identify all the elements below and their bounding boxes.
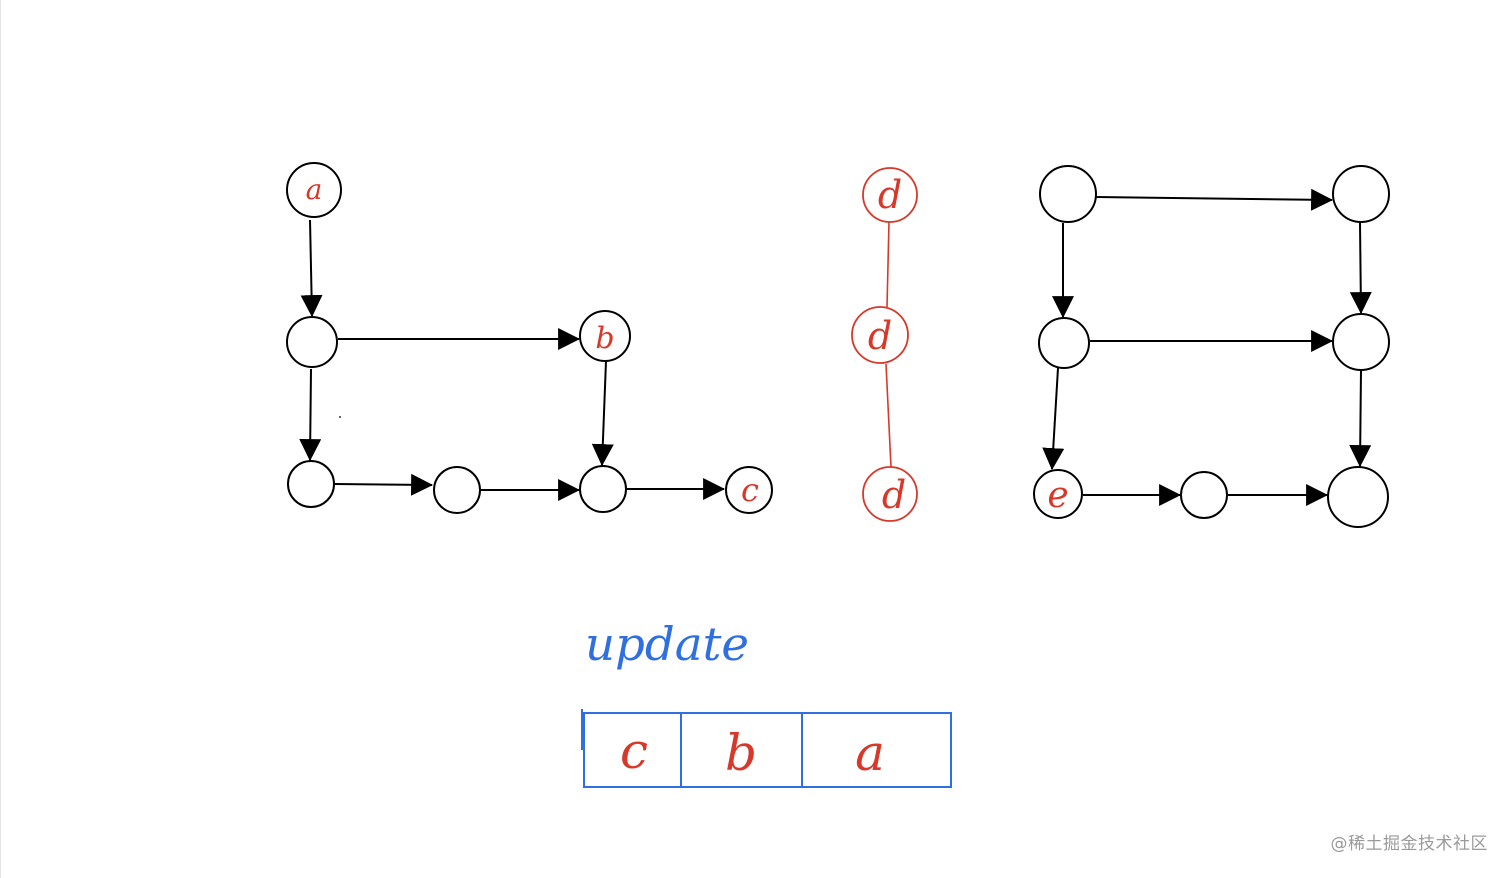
node-mr — [1332, 313, 1390, 371]
edge-d2-to-d3 — [885, 363, 892, 468]
stray-dot — [339, 416, 341, 418]
graph-2: d d d — [851, 167, 918, 522]
node-d2-label: d — [868, 314, 892, 358]
edge-b-to-n4 — [591, 360, 614, 467]
node-bm — [1180, 471, 1228, 519]
node-a — [286, 162, 342, 218]
queue-cell-1: c — [620, 722, 648, 780]
node-n2 — [287, 460, 335, 508]
node-e-label: e — [1047, 475, 1068, 516]
node-e — [1033, 469, 1083, 519]
node-b-label: b — [595, 321, 614, 356]
queue-cell-3: a — [855, 724, 885, 782]
update-queue: update c b a — [581, 617, 952, 788]
graph-1: a b c — [286, 162, 773, 514]
node-tl — [1039, 165, 1097, 223]
node-a-label: a — [306, 173, 323, 206]
node-n3 — [433, 466, 481, 514]
node-d3-label: d — [882, 473, 906, 517]
update-label: update — [585, 617, 749, 671]
edge-a-to-n1 — [300, 219, 323, 318]
node-c — [725, 466, 773, 514]
graph-3: e — [1033, 165, 1390, 528]
queue-cell-2: b — [725, 724, 757, 782]
edge-mr-to-br — [1349, 369, 1372, 468]
node-br — [1327, 466, 1389, 528]
edge-n2-to-n3 — [334, 473, 434, 496]
node-b — [579, 310, 631, 362]
node-c-label: c — [741, 471, 759, 509]
node-d1 — [862, 167, 918, 223]
node-d3 — [862, 466, 918, 522]
watermark: @稀土掘金技术社区 — [1330, 834, 1488, 854]
edge-tl-to-tr — [1095, 188, 1334, 211]
node-tr — [1332, 165, 1390, 223]
edge-ml-to-e — [1042, 367, 1065, 471]
node-d2 — [851, 306, 909, 364]
queue-box — [583, 712, 952, 788]
node-n4 — [579, 465, 627, 513]
edge-n1-to-n2 — [299, 368, 322, 462]
node-n1 — [286, 316, 338, 368]
edge-tr-to-mr — [1349, 222, 1372, 315]
node-d1-label: d — [878, 173, 902, 217]
node-ml — [1038, 317, 1090, 369]
edge-d1-to-d2 — [886, 221, 890, 308]
